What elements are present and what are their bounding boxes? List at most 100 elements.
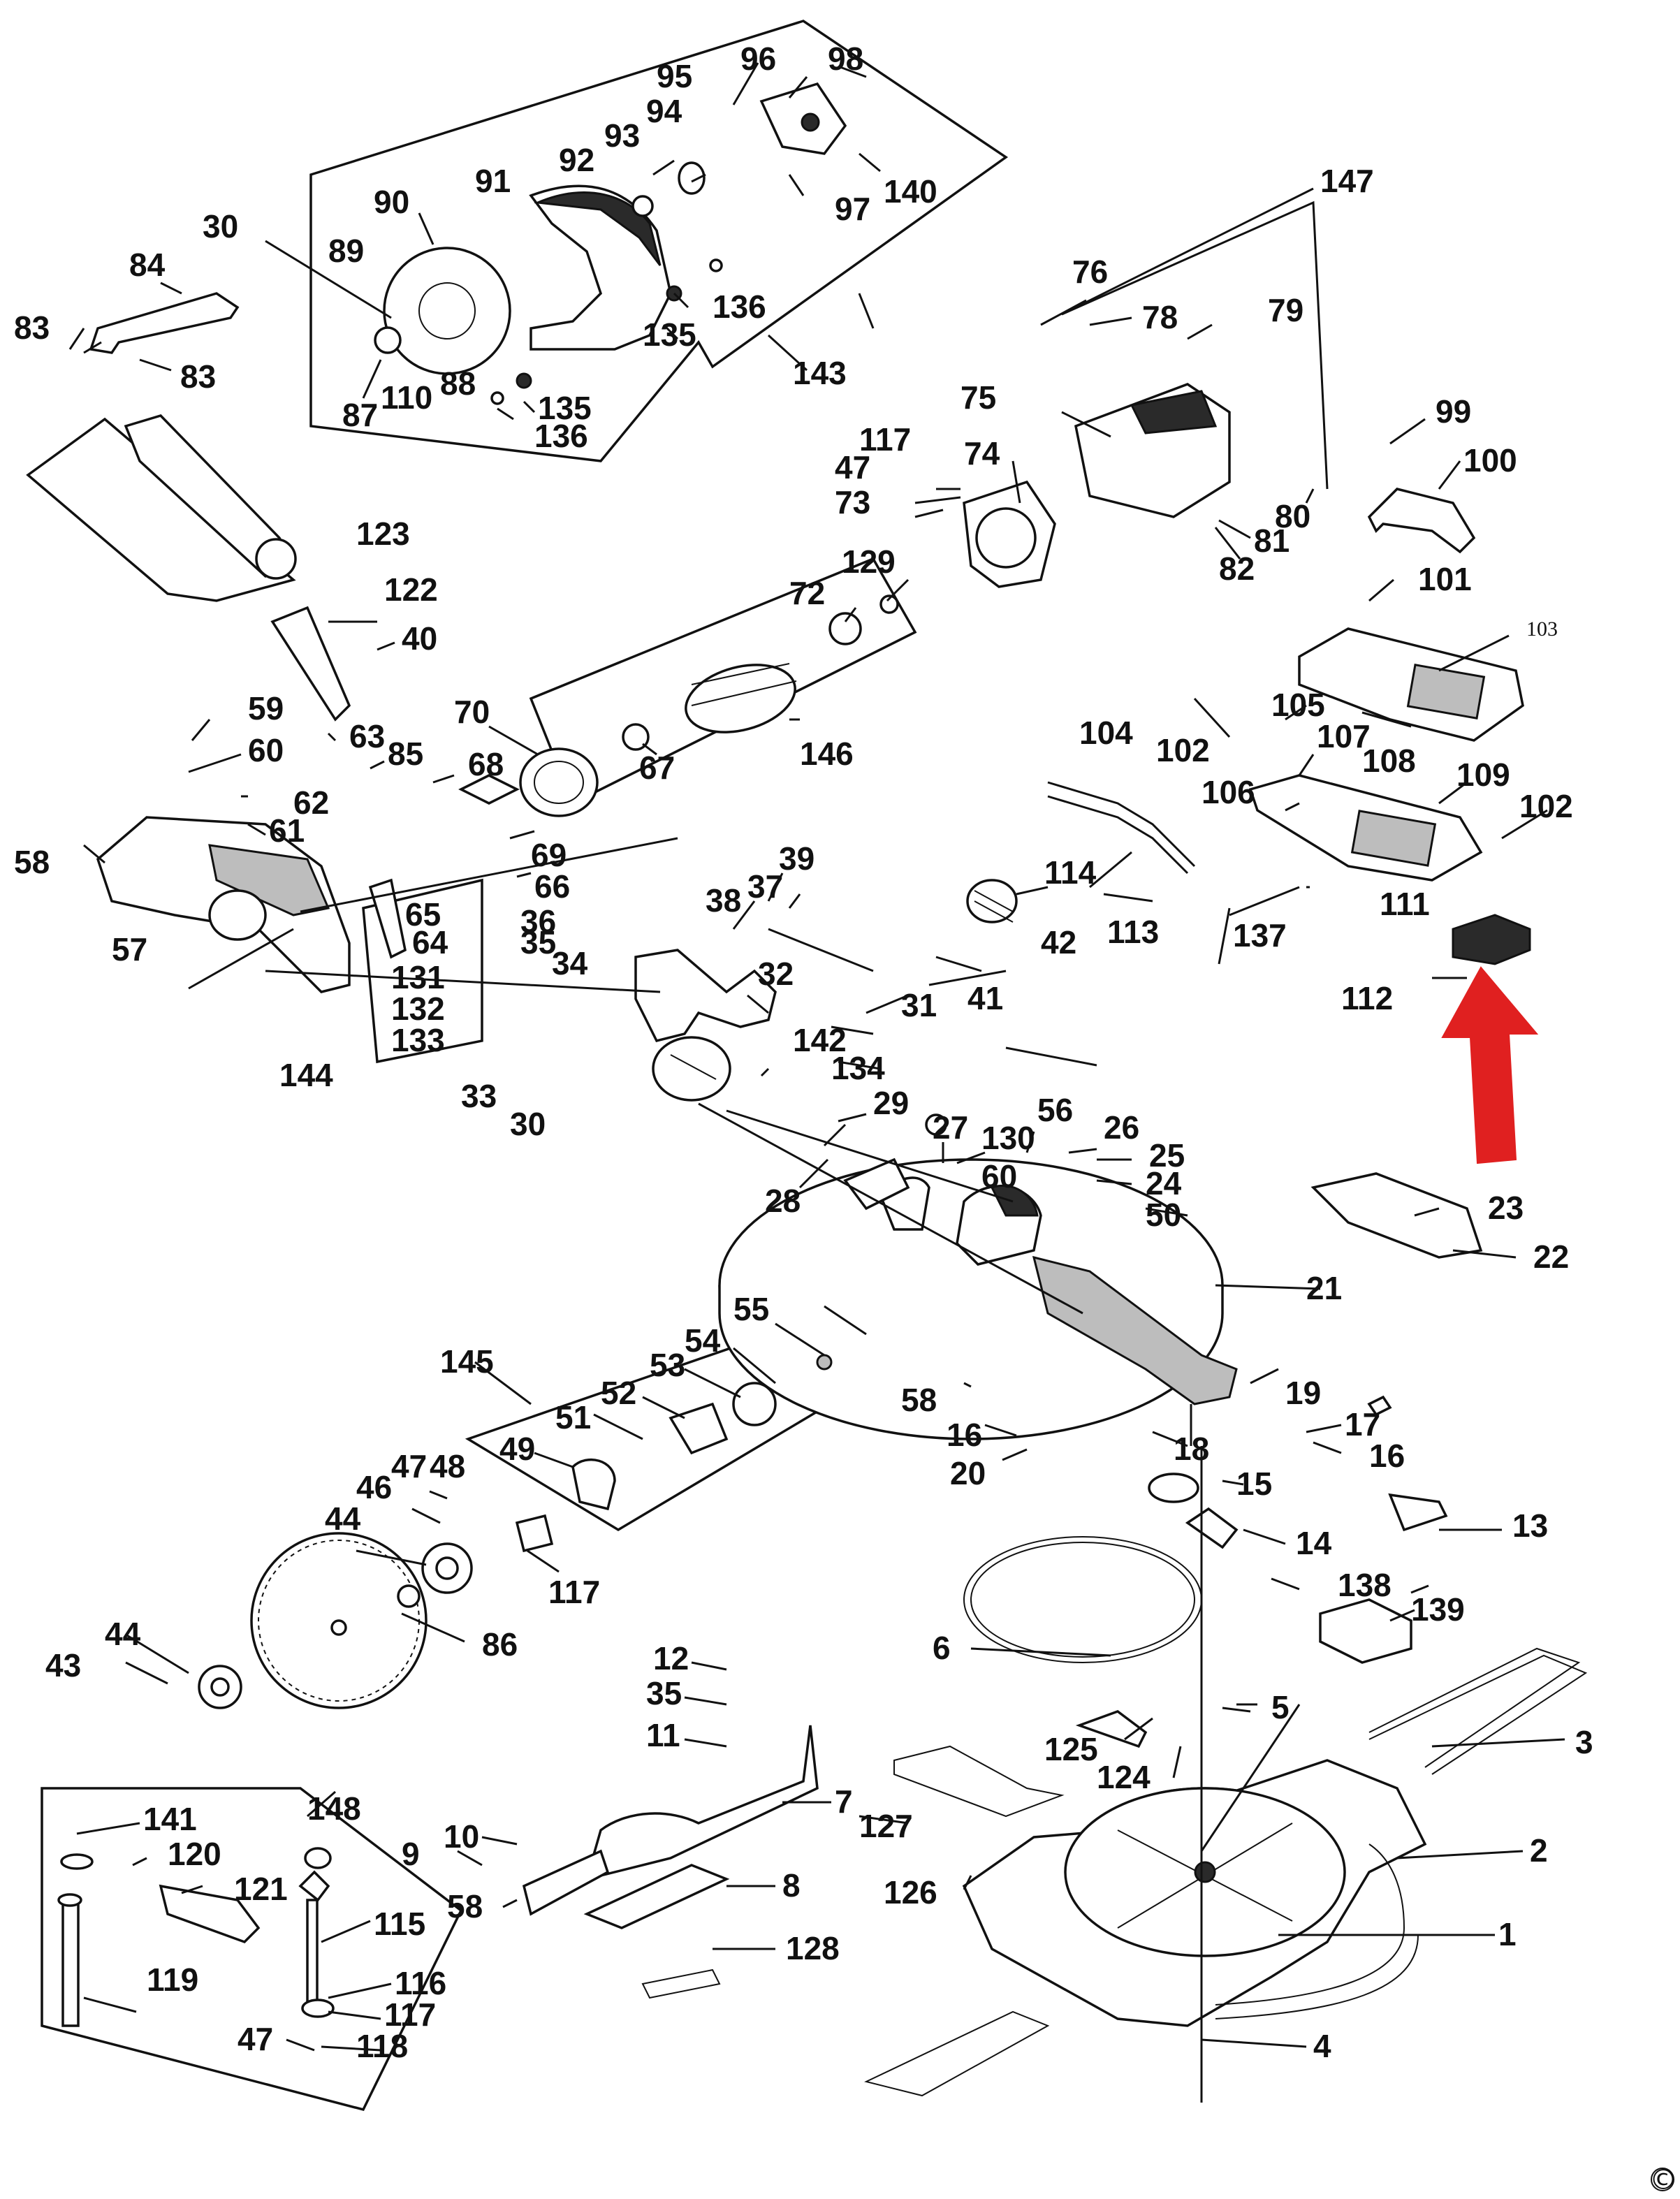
label-6: 6 <box>933 1630 951 1666</box>
label-107: 107 <box>1317 718 1371 754</box>
label-60a: 60 <box>248 732 284 768</box>
label-30a: 30 <box>203 208 238 244</box>
group-frame-123 <box>26 417 296 602</box>
label-9: 9 <box>402 1836 420 1872</box>
label-83b: 83 <box>180 358 216 395</box>
label-103: 103 <box>1526 618 1558 641</box>
label-33: 33 <box>461 1078 497 1114</box>
label-51: 51 <box>555 1399 591 1435</box>
clamp-bar <box>159 1884 261 1944</box>
label-137: 137 <box>1233 917 1287 954</box>
label-81: 81 <box>1254 523 1290 559</box>
group-bracket-147 <box>1061 200 1329 490</box>
label-35b: 35 <box>646 1675 682 1711</box>
power-cord <box>1047 781 1196 868</box>
label-23: 23 <box>1488 1190 1524 1226</box>
label-115: 115 <box>374 1906 425 1942</box>
drive-belt <box>963 1536 1202 1663</box>
label-61: 61 <box>269 812 305 849</box>
label-78: 78 <box>1142 299 1178 335</box>
label-41: 41 <box>967 980 1003 1016</box>
label-37: 37 <box>747 868 783 905</box>
label-129: 129 <box>842 543 896 580</box>
label-8: 8 <box>782 1867 801 1904</box>
left-fence <box>585 1725 819 1881</box>
label-100: 100 <box>1463 442 1517 478</box>
label-140: 140 <box>884 173 937 210</box>
label-16a: 16 <box>947 1417 982 1453</box>
label-66: 66 <box>534 868 570 905</box>
label-55: 55 <box>733 1291 769 1327</box>
label-82: 82 <box>1219 550 1255 587</box>
pivot-arm <box>634 949 777 1043</box>
armature <box>685 664 796 733</box>
label-135b: 135 <box>538 390 592 426</box>
turntable-arm <box>1032 1255 1238 1405</box>
label-18: 18 <box>1174 1431 1209 1467</box>
label-48: 48 <box>430 1448 465 1484</box>
copyright-circle <box>1651 2168 1674 2191</box>
label-39: 39 <box>779 840 815 877</box>
label-58a: 58 <box>14 844 50 880</box>
label-146: 146 <box>800 736 854 772</box>
label-108: 108 <box>1362 743 1416 779</box>
label-104: 104 <box>1079 715 1133 751</box>
label-10: 10 <box>444 1818 479 1855</box>
label-117a: 117 <box>859 421 911 458</box>
label-76: 76 <box>1072 254 1108 290</box>
label-34: 34 <box>552 945 588 981</box>
label-143: 143 <box>793 355 847 391</box>
label-67: 67 <box>639 750 675 786</box>
label-125: 125 <box>1044 1731 1098 1767</box>
group-frame-144 <box>362 878 483 1064</box>
label-111: 111 <box>1380 886 1430 922</box>
label-91: 91 <box>475 163 511 199</box>
label-22: 22 <box>1533 1239 1569 1275</box>
label-95: 95 <box>657 58 692 94</box>
label-142: 142 <box>793 1022 847 1058</box>
group-frame-148 <box>41 1787 463 2112</box>
label-2: 2 <box>1530 1832 1548 1869</box>
copyright-mark: © <box>1649 2164 1677 2196</box>
label-15: 15 <box>1236 1466 1272 1502</box>
label-29: 29 <box>873 1085 909 1121</box>
label-97: 97 <box>835 191 870 227</box>
label-118: 118 <box>356 2028 408 2064</box>
label-26: 26 <box>1104 1109 1139 1146</box>
label-60b: 60 <box>981 1158 1017 1195</box>
label-92: 92 <box>559 142 594 178</box>
label-7: 7 <box>835 1783 853 1820</box>
label-124: 124 <box>1097 1759 1151 1795</box>
label-120: 120 <box>168 1836 221 1872</box>
label-1: 1 <box>1498 1916 1517 1952</box>
label-20: 20 <box>950 1455 986 1491</box>
label-19: 19 <box>1285 1375 1321 1411</box>
label-47a: 47 <box>835 449 870 485</box>
fence-plate <box>583 1864 730 1929</box>
label-25: 25 <box>1149 1137 1185 1174</box>
label-96: 96 <box>740 41 776 77</box>
label-58c: 58 <box>447 1888 483 1924</box>
label-72: 72 <box>789 575 825 611</box>
label-110: 110 <box>381 379 432 416</box>
label-43: 43 <box>45 1647 81 1683</box>
label-147: 147 <box>1320 163 1374 199</box>
label-44a: 44 <box>325 1500 361 1537</box>
label-75: 75 <box>960 379 996 416</box>
label-80: 80 <box>1275 498 1310 534</box>
rail-loop <box>893 1745 1065 1818</box>
label-98: 98 <box>828 41 863 77</box>
label-74: 74 <box>964 435 1000 472</box>
label-53: 53 <box>650 1347 685 1383</box>
label-49: 49 <box>499 1431 535 1467</box>
label-64: 64 <box>412 924 448 960</box>
label-106: 106 <box>1201 774 1255 810</box>
inner-flange <box>383 247 511 375</box>
kerf-plate <box>1215 1843 1405 2006</box>
label-84: 84 <box>129 247 166 283</box>
label-16b: 16 <box>1369 1438 1405 1474</box>
label-56: 56 <box>1037 1092 1073 1128</box>
right-extension <box>1310 1172 1483 1259</box>
label-131: 131 <box>391 959 445 995</box>
